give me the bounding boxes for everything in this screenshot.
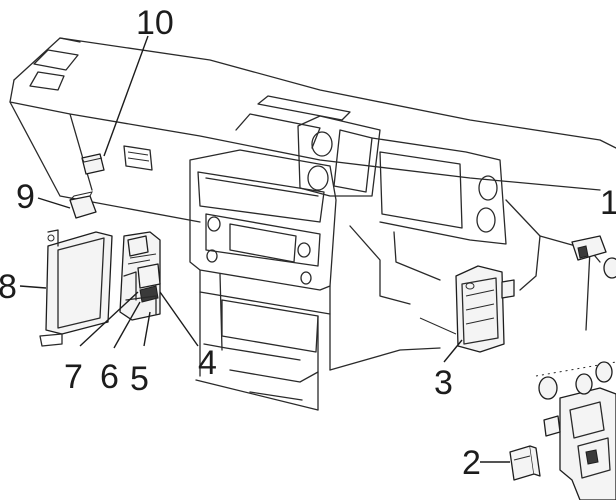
callout-9: 9 [16, 178, 35, 216]
part-1-relay [571, 235, 616, 279]
leader-lines [19, 35, 510, 463]
callout-5: 5 [130, 360, 149, 398]
part-3-fuse-block [455, 265, 515, 353]
callout-1: 1 [600, 184, 616, 222]
callout-4: 4 [198, 344, 217, 382]
callout-7: 7 [64, 358, 83, 396]
dashboard-outline [9, 37, 616, 411]
part-2-relay [509, 445, 541, 481]
part-4-7-relay-cluster [119, 231, 161, 321]
callout-2: 2 [462, 444, 481, 482]
callout-6: 6 [100, 358, 119, 396]
part-8-control-unit [39, 229, 113, 347]
part-9-relay [69, 191, 97, 219]
part-10-relay [81, 153, 105, 175]
callout-10: 10 [136, 4, 174, 42]
callout-3: 3 [434, 364, 453, 402]
junction-block [535, 361, 616, 500]
callout-8: 8 [0, 268, 17, 306]
